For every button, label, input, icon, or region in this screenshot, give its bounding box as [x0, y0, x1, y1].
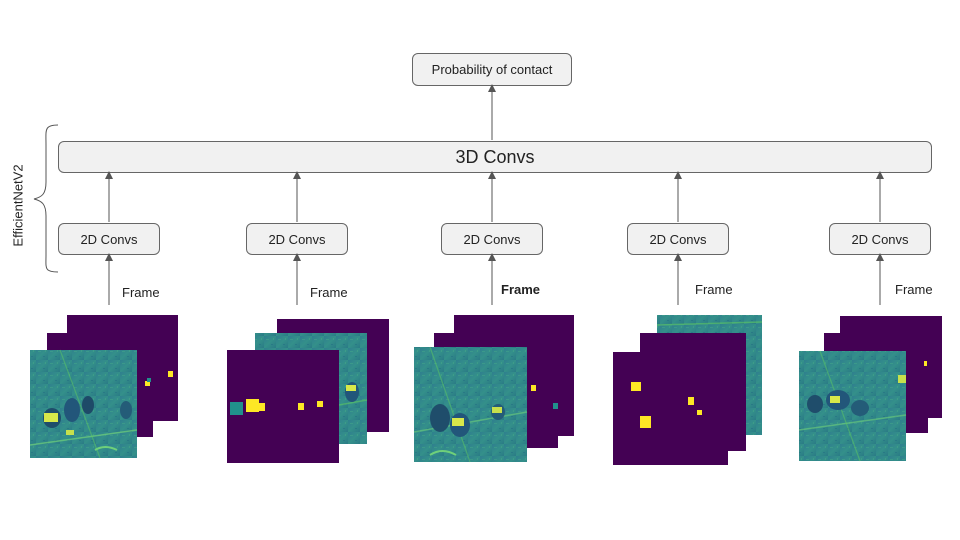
conv2d-label: 2D Convs — [851, 231, 909, 247]
conv2d-label: 2D Convs — [80, 231, 138, 247]
conv2d-label: 2D Convs — [649, 231, 707, 247]
player-detail — [346, 385, 356, 391]
frame-stack-3 — [413, 315, 574, 463]
mask-highlight — [256, 403, 265, 411]
mask-teal — [230, 402, 243, 415]
mask-highlight — [631, 382, 641, 391]
field-line — [656, 321, 763, 326]
player — [430, 404, 450, 432]
field-mark — [94, 446, 118, 451]
conv2d-box-4: 2D Convs — [627, 223, 729, 255]
output-probability-label: Probability of contact — [431, 62, 553, 77]
player-detail — [830, 396, 840, 403]
frame-image — [414, 347, 527, 462]
frame-word: Frame — [501, 282, 541, 297]
mask-highlight — [168, 371, 173, 377]
player-number — [44, 413, 58, 422]
conv2d-label: 2D Convs — [268, 231, 326, 247]
mask-highlight — [531, 385, 536, 391]
frame-word: Frame — [122, 285, 160, 300]
conv2d-box-1: 2D Convs — [58, 223, 160, 255]
output-probability-box: Probability of contact — [412, 53, 572, 86]
mask-highlight — [640, 416, 651, 428]
frame-stack-2 — [227, 319, 389, 463]
player — [82, 396, 94, 414]
mask-highlight — [246, 399, 259, 412]
player — [120, 401, 132, 419]
player — [807, 395, 823, 413]
frame-stack-4 — [613, 315, 763, 465]
frame-stack-5 — [798, 316, 942, 462]
mask-teal — [553, 403, 558, 409]
player-detail — [898, 375, 906, 383]
mask-highlight — [924, 361, 927, 366]
player — [64, 398, 80, 422]
mask-teal — [147, 378, 151, 382]
conv3d-label: 3D Convs — [455, 146, 535, 167]
conv2d-label: 2D Convs — [463, 231, 521, 247]
player — [851, 400, 869, 416]
conv2d-box-3: 2D Convs — [441, 223, 543, 255]
field-line — [798, 414, 907, 431]
player-detail — [66, 430, 74, 435]
frame-word: Frame — [695, 282, 733, 297]
mask-highlight — [145, 381, 150, 386]
field-line — [59, 349, 101, 459]
field-line — [413, 411, 528, 433]
field-line — [429, 346, 471, 463]
mask-highlight — [298, 403, 304, 410]
mask-layer — [613, 352, 728, 465]
field-mark — [429, 450, 457, 456]
field-line — [29, 429, 138, 446]
mask-highlight — [697, 410, 702, 415]
frame-word: Frame — [310, 285, 348, 300]
player-detail — [452, 418, 464, 426]
backbone-brace — [33, 124, 59, 273]
player-detail — [492, 407, 502, 413]
frame-word: Frame — [895, 282, 933, 297]
frame-stack-1 — [29, 315, 178, 459]
mask-highlight — [317, 401, 323, 407]
conv2d-box-5: 2D Convs — [829, 223, 931, 255]
mask-highlight — [688, 397, 694, 405]
